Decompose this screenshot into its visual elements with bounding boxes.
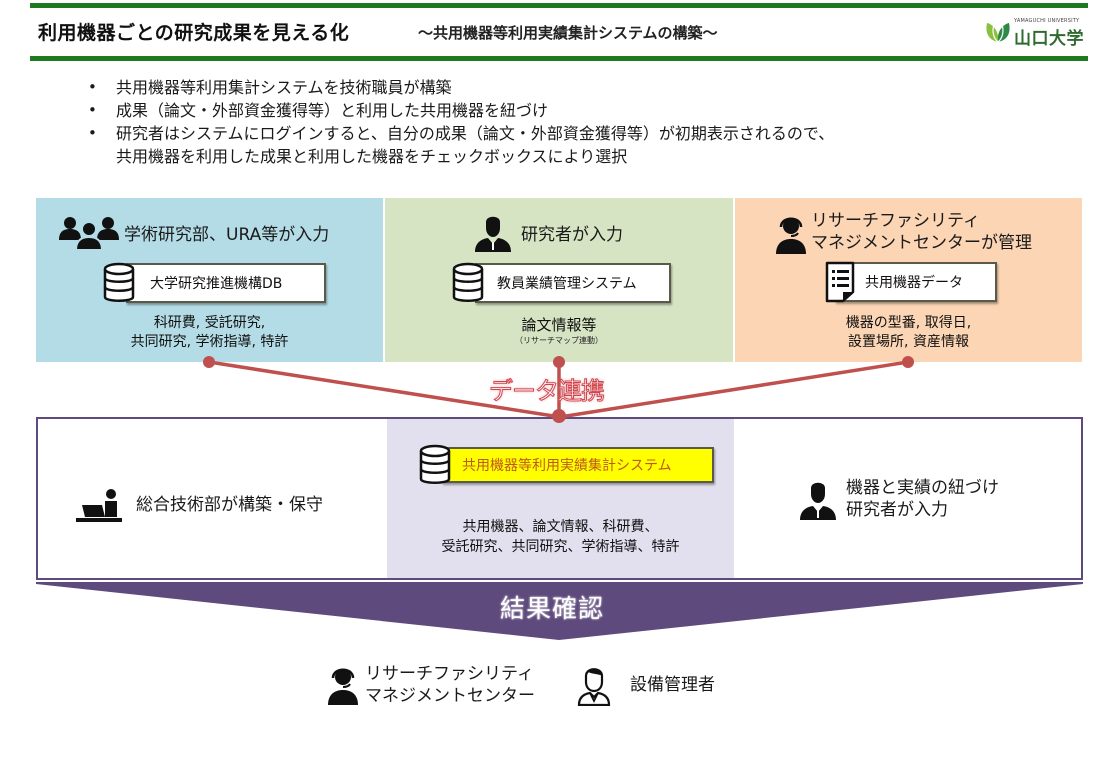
source-panel-researcher: 研究者が入力 教員業績管理システム 論文情報等 （リサーチマップ連動） [385,198,733,362]
technician-laptop-icon [76,489,122,522]
system-name: 共用機器データ [865,275,963,291]
support-operator-icon [328,668,358,705]
linking-line: 研究者が入力 [846,500,948,520]
builder-label: 総合技術部が構築・保守 [136,495,323,515]
database-icon [452,262,484,302]
content-line: 受託研究、共同研究、学術指導、特許 [441,539,680,555]
data-link-label: データ連携 [489,377,606,406]
bullet-item: 研究者はシステムにログインすると、自分の成果（論文・外部資金獲得等）が初期表示さ… [88,122,834,168]
system-contents: 共用機器、論文情報、科研費、 受託研究、共同研究、学術指導、特許 [387,517,734,557]
system-box: 教員業績管理システム [475,263,671,303]
note-line: 科研費, 受託研究, [153,315,266,331]
logo-japanese-text: 山口大学 [1014,29,1084,49]
system-box: 共用機器データ [835,262,997,302]
viewer-label: リサーチファシリティ マネジメントセンター [365,663,535,707]
viewer-label: 設備管理者 [630,675,715,695]
system-name: 大学研究推進機構DB [150,276,283,292]
system-center-area [387,419,734,578]
viewer-line: マネジメントセンター [365,686,535,706]
viewer-facility-center: リサーチファシリティ マネジメントセンター [327,663,535,707]
logo-english-text: YAMAGUCHI UNIVERSITY [1014,18,1080,24]
bullet-text: 成果（論文・外部資金獲得等）と利用した共用機器を紐づけ [116,101,549,120]
viewer-facility-manager: 設備管理者 [576,664,715,706]
aggregation-system-frame: 総合技術部が構築・保守 共用機器等利用実績集計システム 共用機器、論文情報、科研… [36,417,1083,580]
actor-label: 研究者が入力 [521,224,623,245]
actor-label: 学術研究部、URA等が入力 [124,224,330,245]
actor-line: リサーチファシリティ [811,211,980,231]
facility-manager-icon [577,668,611,706]
panel-subnote: （リサーチマップ連動） [515,336,603,345]
system-name: 共用機器等利用実績集計システム [462,458,672,474]
note-line: 設置場所, 資産情報 [848,334,969,350]
bullet-text: 共用機器等利用集計システムを技術職員が構築 [116,78,452,97]
builder-info: 総合技術部が構築・保守 [74,487,323,523]
linking-label: 機器と実績の紐づけ 研究者が入力 [846,477,999,521]
content-line: 共用機器、論文情報、科研費、 [462,519,659,535]
panel-title: 研究者が入力 [473,212,623,252]
system-name: 教員業績管理システム [497,276,637,292]
researcher-icon [800,482,836,520]
panel-notes: 論文情報等 [385,316,733,335]
bullet-text: 研究者はシステムにログインすると、自分の成果（論文・外部資金獲得等）が初期表示さ… [116,124,835,143]
bullet-item: 共用機器等利用集計システムを技術職員が構築 [88,76,834,99]
database-icon [103,262,135,302]
page-title: 利用機器ごとの研究成果を見える化 [38,22,350,44]
panel-notes: 科研費, 受託研究, 共同研究, 学術指導, 特許 [36,314,383,352]
note-line: 共同研究, 学術指導, 特許 [130,334,289,350]
system-box: 大学研究推進機構DB [126,263,326,303]
document-list-icon [825,261,855,303]
summary-bullets: 共用機器等利用集計システムを技術職員が構築 成果（論文・外部資金獲得等）と利用し… [88,76,834,168]
university-logo: YAMAGUCHI UNIVERSITY 山口大学 [984,16,1088,49]
actor-line: マネジメントセンターが管理 [811,233,1032,253]
panel-title: 学術研究部、URA等が入力 [58,214,329,250]
result-label: 結果確認 [500,594,605,623]
note-line: 機器の型番, 取得日, [845,315,972,331]
connector-line-right [558,360,910,419]
linking-line: 機器と実績の紐づけ [846,478,999,498]
linking-info: 機器と実績の紐づけ 研究者が入力 [798,477,999,521]
leaf-logo-icon [986,23,1010,43]
header-top-rule [30,3,1088,8]
database-icon [419,444,451,484]
viewer-line: リサーチファシリティ [365,664,534,684]
note-line: 論文情報等 [521,316,597,334]
page-subtitle: ～共用機器等利用実績集計システムの構築～ [418,24,718,42]
bullet-continuation: 共用機器を利用した成果と利用した機器をチェックボックスにより選択 [116,147,628,166]
panel-title: リサーチファシリティ マネジメントセンターが管理 [775,210,1032,254]
source-panel-facility-center: リサーチファシリティ マネジメントセンターが管理 共用機器データ 機器の型番, … [735,198,1082,362]
system-name-box: 共用機器等利用実績集計システム [442,447,714,483]
group-icon [59,217,119,250]
researcher-icon [475,216,511,252]
bullet-item: 成果（論文・外部資金獲得等）と利用した共用機器を紐づけ [88,99,834,122]
header-bottom-rule [30,56,1088,61]
panel-notes: 機器の型番, 取得日, 設置場所, 資産情報 [735,314,1082,352]
support-operator-icon [776,217,806,254]
source-panel-research-dept: 学術研究部、URA等が入力 大学研究推進機構DB 科研費, 受託研究, 共同研究… [36,198,383,362]
actor-label: リサーチファシリティ マネジメントセンターが管理 [811,210,1032,254]
